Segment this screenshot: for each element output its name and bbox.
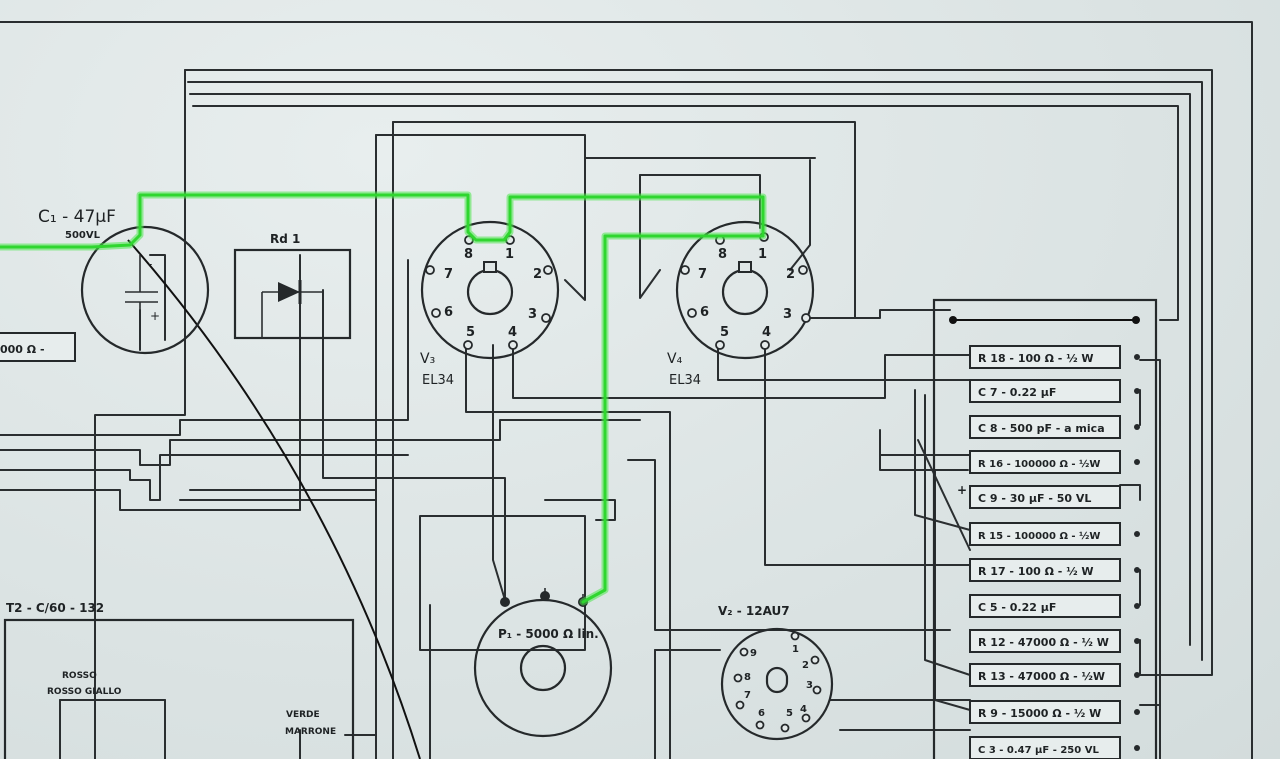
component-label-c8: C 8 - 500 pF - a mica (978, 422, 1105, 435)
v2-pin-1: 1 (792, 644, 799, 655)
v2-pin-5: 5 (786, 708, 793, 719)
v4-type: EL34 (669, 373, 701, 388)
p1-label: P₁ - 5000 Ω lin. (498, 627, 599, 641)
component-label-r9: R 9 - 15000 Ω - ½ W (978, 707, 1101, 720)
wire-verde: VERDE (286, 710, 320, 720)
component-rows: R 18 - 100 Ω - ½ W C 7 - 0.22 µF C 8 - 5… (957, 345, 1121, 759)
resistor-partial-label: 000 Ω - (0, 343, 45, 356)
wire-rosso: ROSSO (62, 671, 97, 681)
wire-rosso-giallo: ROSSO GIALLO (47, 687, 122, 697)
c1-label: C₁ - 47µF (38, 207, 116, 227)
v4-pin-3: 3 (783, 307, 792, 322)
c1-voltage: 500VL (65, 230, 101, 241)
v2-pin-2: 2 (802, 660, 809, 671)
component-label-c5: C 5 - 0.22 µF (978, 601, 1056, 614)
component-c3: C 3 - 0.47 µF - 250 VL (969, 736, 1121, 759)
component-r12: R 12 - 47000 Ω - ½ W (969, 629, 1121, 653)
component-r18: R 18 - 100 Ω - ½ W (969, 345, 1121, 369)
v4-pin-4: 4 (762, 325, 771, 340)
component-label-r17: R 17 - 100 Ω - ½ W (978, 565, 1094, 578)
component-c9: C 9 - 30 µF - 50 VL + (957, 483, 1121, 509)
v3-pin-4: 4 (508, 325, 517, 340)
t2-label: T2 - C/60 - 132 (6, 601, 104, 615)
component-label-c3: C 3 - 0.47 µF - 250 VL (978, 745, 1099, 756)
v4-pin-1: 1 (758, 247, 767, 262)
component-r13: R 13 - 47000 Ω - ½W (969, 663, 1121, 687)
v3-tube-socket: 8 1 7 2 6 3 5 4 (420, 220, 560, 360)
v3-pin-1: 1 (505, 247, 514, 262)
highlighted-trace (0, 191, 767, 606)
v2-pin-4: 4 (800, 704, 807, 715)
v4-label: V₄ (667, 351, 683, 367)
v3-label: V₃ (420, 351, 435, 367)
c1-plus: + (150, 309, 160, 323)
v4-pin-8: 8 (718, 247, 727, 262)
v3-pin-3: 3 (528, 307, 537, 322)
wiring (0, 21, 1253, 759)
component-r17: R 17 - 100 Ω - ½ W (969, 558, 1121, 582)
component-r16: R 16 - 100000 Ω - ½W (969, 450, 1121, 474)
component-label-r13: R 13 - 47000 Ω - ½W (978, 670, 1105, 683)
v3-pin-7: 7 (444, 267, 453, 282)
wire-marrone: MARRONE (285, 727, 336, 737)
component-label-r12: R 12 - 47000 Ω - ½ W (978, 636, 1109, 649)
v4-pin-7: 7 (698, 267, 707, 282)
c9-plus: + (957, 483, 967, 497)
v4-pin-6: 6 (700, 305, 709, 320)
component-c8: C 8 - 500 pF - a mica (969, 415, 1121, 439)
component-label-r16: R 16 - 100000 Ω - ½W (978, 459, 1100, 470)
v3-pin-8: 8 (464, 247, 473, 262)
resistor-partial-left (0, 332, 76, 362)
c1-capacitor: - (80, 225, 210, 355)
rd1-label: Rd 1 (270, 232, 300, 246)
component-r15: R 15 - 100000 Ω - ½W (969, 522, 1121, 546)
component-label-c7: C 7 - 0.22 µF (978, 386, 1056, 399)
v4-pin-5: 5 (720, 325, 729, 340)
v2-pin-7: 7 (744, 690, 751, 701)
v4-tube-socket: 8 1 7 2 6 3 5 4 (675, 220, 815, 360)
component-label-r18: R 18 - 100 Ω - ½ W (978, 352, 1094, 365)
component-c7: C 7 - 0.22 µF (969, 379, 1121, 403)
p1-potentiometer (473, 588, 613, 738)
component-label-c9: C 9 - 30 µF - 50 VL (978, 492, 1091, 505)
v3-pin-5: 5 (466, 325, 475, 340)
v2-pin-8: 8 (744, 672, 751, 683)
rd1-rectifier (233, 248, 352, 340)
component-c5: C 5 - 0.22 µF (969, 594, 1121, 618)
v2-tube-socket: 9 1 2 3 4 5 6 7 8 (720, 627, 834, 741)
c1-minus: - (148, 257, 152, 271)
component-r9: R 9 - 15000 Ω - ½ W (969, 700, 1121, 724)
v3-pin-6: 6 (444, 305, 453, 320)
component-label-r15: R 15 - 100000 Ω - ½W (978, 531, 1100, 542)
v4-pin-2: 2 (786, 267, 795, 282)
t2-transformer (3, 618, 355, 759)
v2-label: V₂ - 12AU7 (718, 604, 790, 618)
v3-type: EL34 (422, 373, 454, 388)
v2-pin-3: 3 (806, 680, 813, 691)
v3-pin-2: 2 (533, 267, 542, 282)
component-board: R 18 - 100 Ω - ½ W C 7 - 0.22 µF C 8 - 5… (932, 298, 1158, 759)
v2-pin-9: 9 (750, 648, 757, 659)
v2-pin-6: 6 (758, 708, 765, 719)
